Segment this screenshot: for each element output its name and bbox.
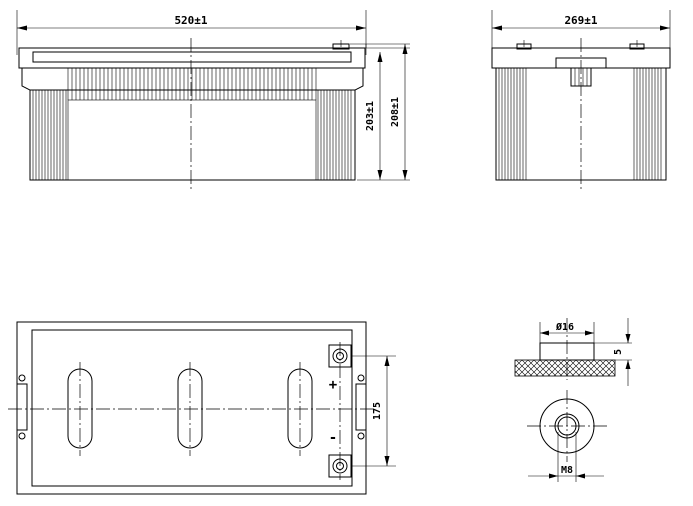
front-width-dim: 520±1 [174,14,207,27]
negative-symbol: - [329,430,337,446]
front-view: 520±1 203±1 208±1 [16,10,410,190]
terminal-detail: Ø16 5 M8 [514,318,632,482]
thread-dim: M8 [561,465,573,476]
hatched-lid-section [514,359,616,377]
top-view: + - 175 [8,321,396,495]
side-view: 269±1 [491,10,671,190]
side-right-ribs [633,68,662,180]
terminal-height-dim: 5 [613,349,624,355]
front-height-dim-outer: 208±1 [390,97,401,127]
side-left-ribs [498,68,527,180]
front-right-ribs [317,90,352,180]
positive-symbol: + [329,377,337,393]
front-height-dim-inner: 203±1 [365,101,376,131]
terminal-spacing-dim: 175 [372,402,383,420]
side-width-dim: 269±1 [564,14,597,27]
terminal-diameter-dim: Ø16 [555,321,574,333]
front-left-ribs [32,90,67,180]
front-top-ribs [67,68,317,100]
